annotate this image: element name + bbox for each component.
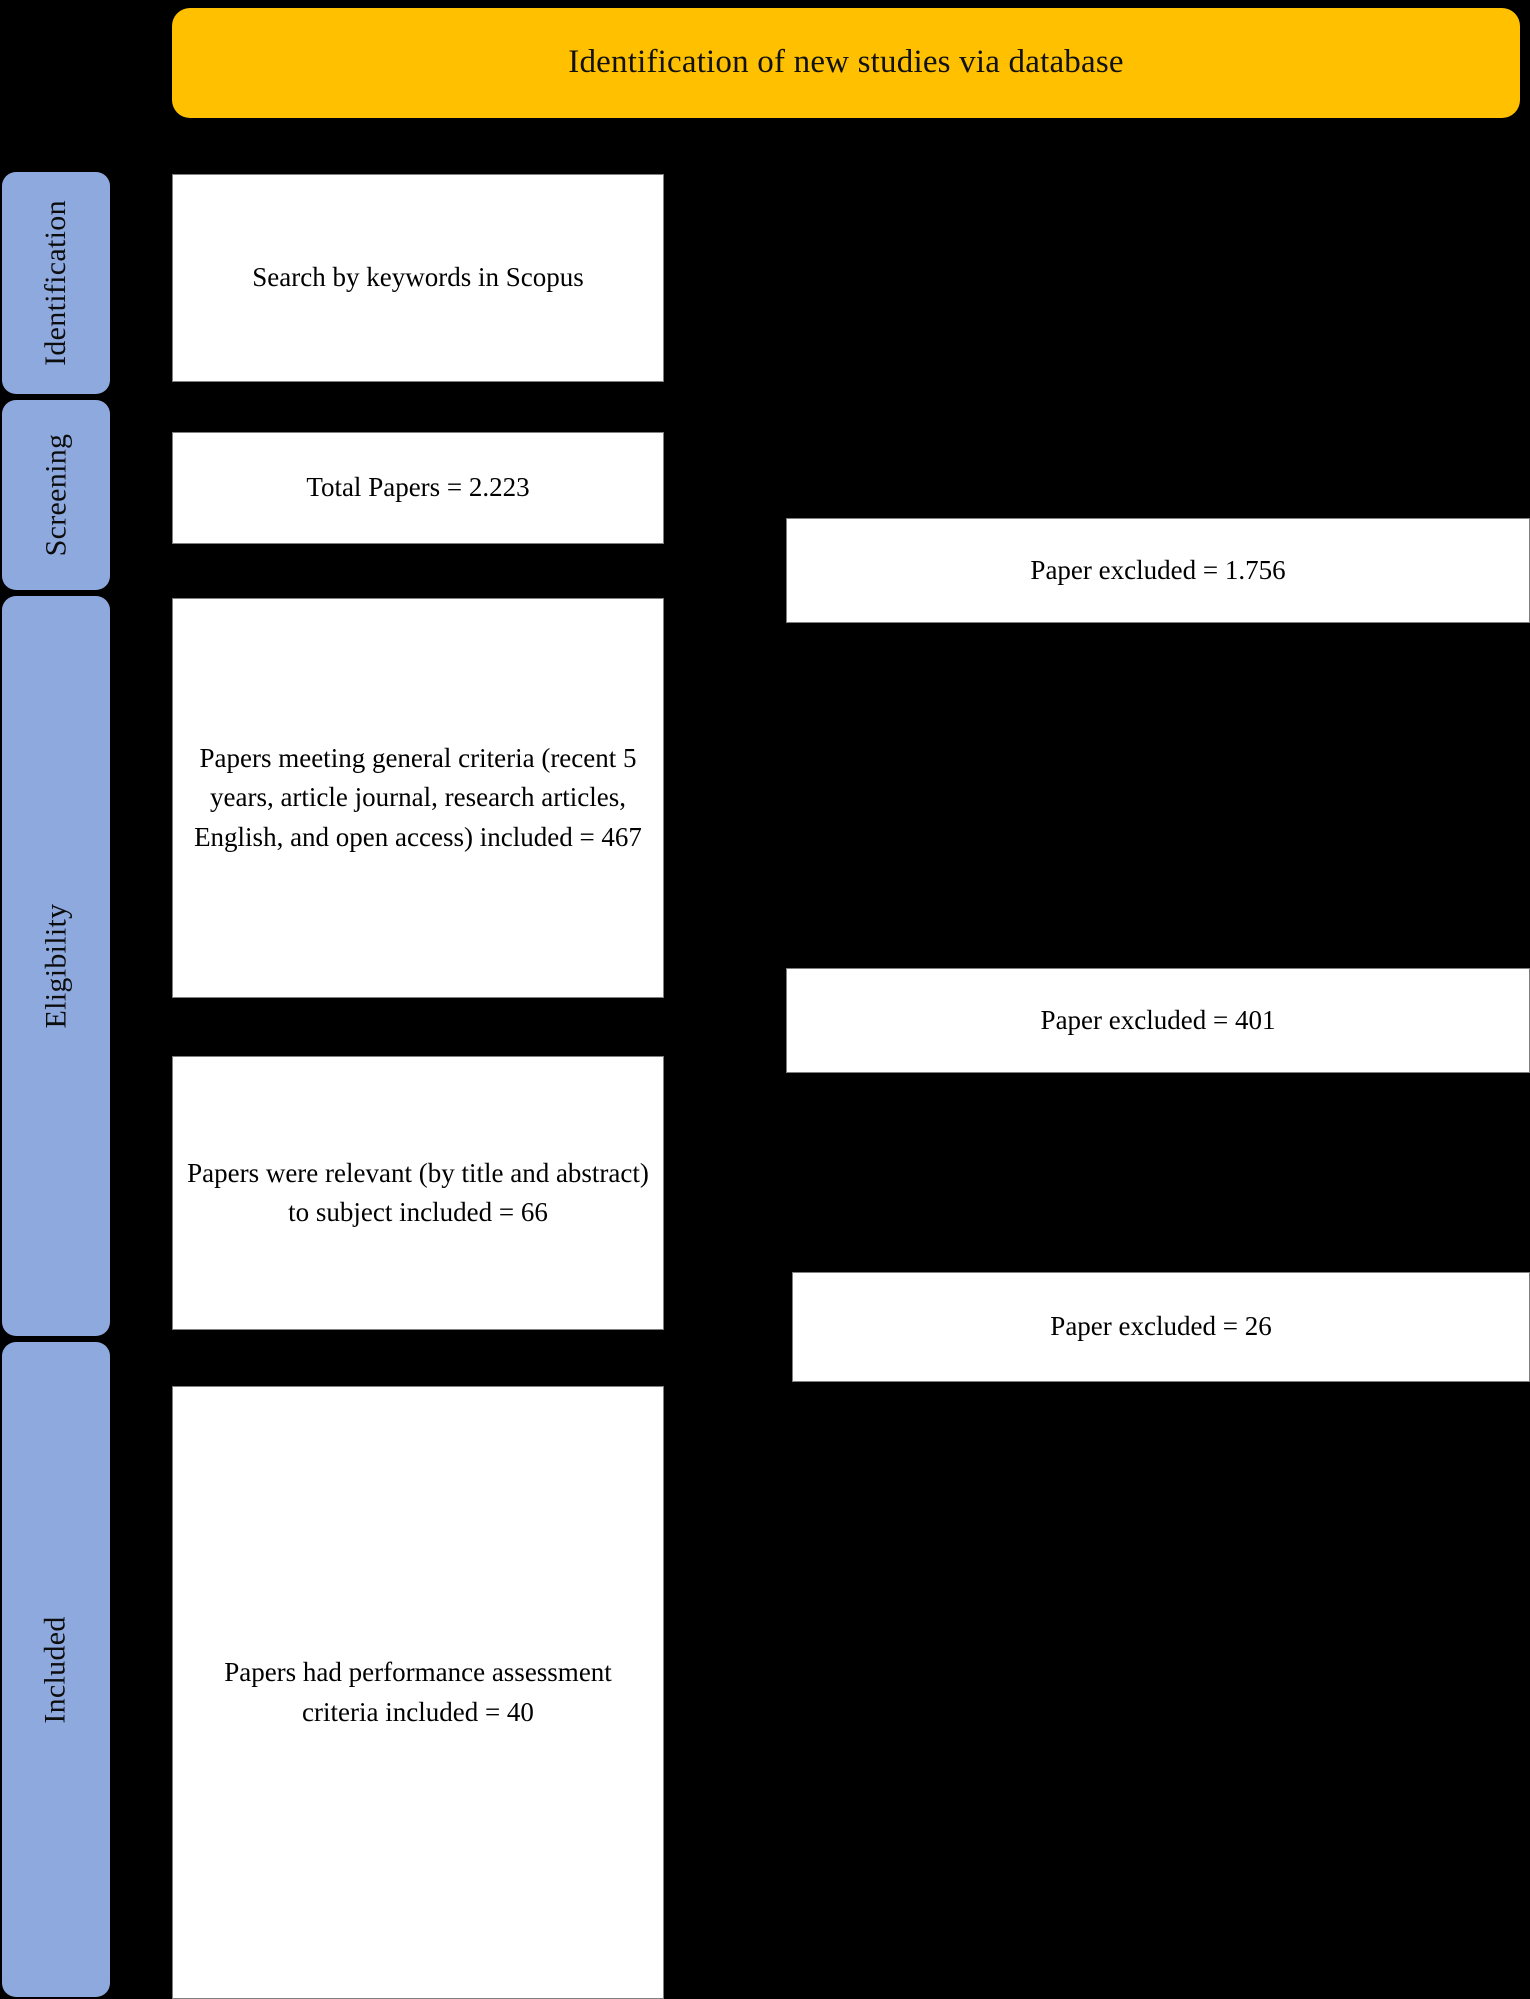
flow-box-total-papers: Total Papers = 2.223 bbox=[172, 432, 664, 544]
flow-box-performance-assessment-text: Papers had performance assessment criter… bbox=[224, 1657, 612, 1727]
exclusion-box-2: Paper excluded = 401 bbox=[786, 968, 1530, 1073]
stage-tab-screening: Screening bbox=[2, 400, 110, 590]
stage-label-eligibility: Eligibility bbox=[39, 903, 73, 1029]
exclusion-box-2-text: Paper excluded = 401 bbox=[1040, 1004, 1276, 1035]
flow-box-search: Search by keywords in Scopus bbox=[172, 174, 664, 382]
stage-tab-identification: Identification bbox=[2, 172, 110, 394]
stage-tab-included: Included bbox=[2, 1342, 110, 1997]
flow-box-performance-assessment: Papers had performance assessment criter… bbox=[172, 1386, 664, 1999]
flow-box-total-papers-text: Total Papers = 2.223 bbox=[306, 472, 530, 503]
exclusion-box-1: Paper excluded = 1.756 bbox=[786, 518, 1530, 623]
exclusion-box-1-text: Paper excluded = 1.756 bbox=[1030, 554, 1286, 585]
flow-box-general-criteria-text: Papers meeting general criteria (recent … bbox=[194, 742, 642, 852]
stage-label-included: Included bbox=[38, 1615, 72, 1724]
flow-box-search-text: Search by keywords in Scopus bbox=[252, 262, 584, 293]
diagram-title-text: Identification of new studies via databa… bbox=[568, 44, 1124, 81]
stage-tab-eligibility: Eligibility bbox=[2, 596, 110, 1336]
flow-box-relevant-papers: Papers were relevant (by title and abstr… bbox=[172, 1056, 664, 1330]
flow-box-relevant-papers-text: Papers were relevant (by title and abstr… bbox=[187, 1157, 649, 1227]
stage-label-identification: Identification bbox=[39, 200, 72, 366]
flow-box-general-criteria: Papers meeting general criteria (recent … bbox=[172, 598, 664, 998]
exclusion-box-3-text: Paper excluded = 26 bbox=[1050, 1311, 1272, 1342]
diagram-title-banner: Identification of new studies via databa… bbox=[172, 8, 1520, 118]
exclusion-box-3: Paper excluded = 26 bbox=[792, 1272, 1530, 1382]
stage-label-screening: Screening bbox=[39, 433, 72, 557]
